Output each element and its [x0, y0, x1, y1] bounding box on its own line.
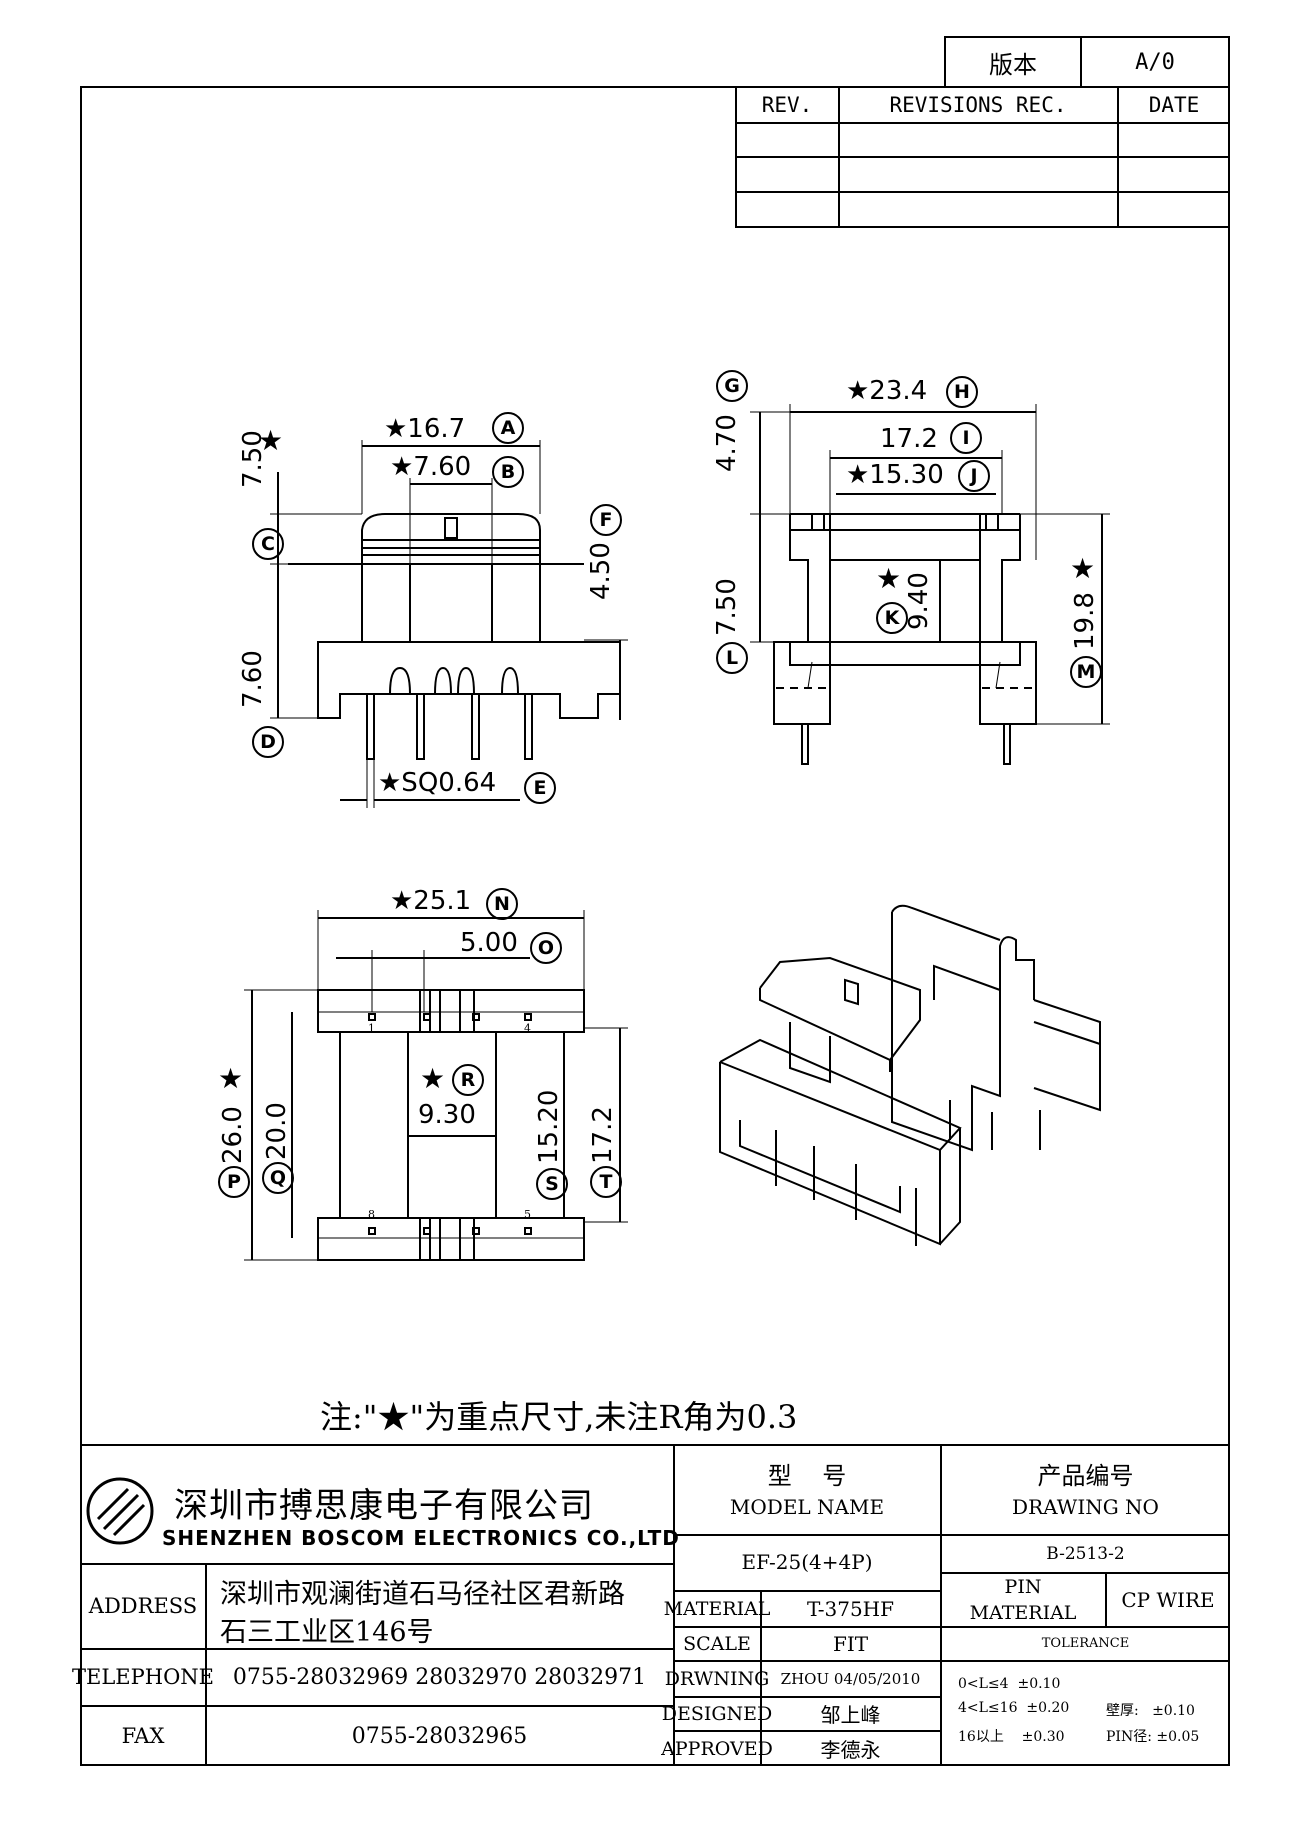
technical-drawing: [244, 404, 1110, 1261]
circle-letter-e: E: [524, 772, 556, 804]
drawn-label: DRWNING: [664, 1667, 770, 1690]
tolerance-row-1: 0<L≤4 ±0.10: [958, 1676, 1061, 1692]
dim-b: ★7.60: [390, 452, 472, 482]
circle-letter-c: C: [252, 528, 284, 560]
dim-g: 4.70: [712, 414, 742, 472]
side-view: [750, 404, 1110, 765]
circle-letter-a: A: [492, 412, 524, 444]
dim-o: 5.00: [460, 928, 518, 958]
dim-m-star: ★: [1070, 552, 1096, 585]
circle-letter-l: L: [716, 642, 748, 674]
material-value: T-375HF: [806, 1596, 894, 1621]
dim-e: ★SQ0.64: [378, 768, 497, 798]
circle-letter-r: R: [452, 1064, 484, 1096]
tolerance-row-2: 4<L≤16 ±0.20: [958, 1700, 1070, 1716]
dim-j: ★15.30: [846, 460, 944, 490]
date-header: DATE: [1148, 93, 1200, 117]
scale-label: SCALE: [683, 1632, 751, 1655]
isometric-view: [719, 904, 1101, 1246]
model-label-en: MODEL NAME: [729, 1495, 885, 1519]
dim-s: 15.20: [534, 1089, 564, 1164]
pin-number-1: 1: [368, 1022, 375, 1035]
pin-material-value: CP WIRE: [1121, 1587, 1215, 1612]
dim-q: 20.0: [262, 1102, 292, 1160]
bottom-view: [244, 910, 628, 1261]
dim-k: 9.40: [904, 572, 934, 630]
model-label-cn: 型 号: [767, 1461, 847, 1490]
circle-letter-m: M: [1070, 656, 1102, 688]
dim-c: 7.50: [238, 430, 268, 488]
designed-label: DESIGNED: [661, 1702, 773, 1725]
drawing-no-value: B-2513-2: [1046, 1543, 1125, 1564]
material-label: MATERIAL: [663, 1597, 771, 1620]
circle-letter-f: F: [590, 504, 622, 536]
pin-number-4: 4: [524, 1022, 531, 1035]
circle-letter-q: Q: [262, 1162, 294, 1194]
dim-c-star: ★: [258, 424, 284, 457]
dim-l: 7.50: [712, 578, 742, 636]
designed-value: 邹上峰: [820, 1703, 881, 1727]
pin-material-label-2: MATERIAL: [969, 1601, 1077, 1624]
company-name-cn: 深圳市搏思康电子有限公司: [174, 1486, 594, 1526]
dim-r-star: ★: [420, 1062, 446, 1095]
pin-number-8: 8: [368, 1208, 375, 1221]
circle-letter-o: O: [530, 932, 562, 964]
drawing-no-label-en: DRAWING NO: [1012, 1495, 1159, 1519]
tolerance-row-3: 16以上 ±0.30: [958, 1729, 1065, 1745]
dim-r: 9.30: [418, 1100, 476, 1130]
circle-letter-g: G: [716, 370, 748, 402]
circle-letter-j: J: [958, 460, 990, 492]
drawn-value: ZHOU 04/05/2010: [780, 1669, 921, 1688]
fax-value: 0755-28032965: [351, 1723, 528, 1749]
circle-letter-n: N: [486, 888, 518, 920]
approved-label: APPROVED: [661, 1737, 773, 1760]
circle-letter-s: S: [536, 1168, 568, 1200]
circle-letter-k: K: [876, 602, 908, 634]
circle-letter-b: B: [492, 456, 524, 488]
pin-number-5: 5: [524, 1208, 531, 1221]
address-label: ADDRESS: [88, 1594, 198, 1618]
dim-p-star: ★: [218, 1062, 244, 1095]
dim-d: 7.60: [238, 650, 268, 708]
tolerance-label: TOLERANCE: [1041, 1636, 1130, 1651]
version-label: 版本: [989, 50, 1037, 79]
dim-p: 26.0: [218, 1106, 248, 1164]
address-line-1: 深圳市观澜街道石马径社区君新路: [220, 1579, 625, 1610]
circle-letter-d: D: [252, 726, 284, 758]
scale-value: FIT: [832, 1631, 869, 1656]
circle-letter-h: H: [946, 376, 978, 408]
dim-h: ★23.4: [846, 376, 928, 406]
dim-n: ★25.1: [390, 886, 472, 916]
dim-a: ★16.7: [384, 414, 466, 444]
note-text: 注:"★"为重点尺寸,未注R角为0.3: [320, 1398, 798, 1436]
dim-t: 17.2: [588, 1106, 618, 1164]
dim-k-star: ★: [876, 562, 902, 595]
company-logo: [86, 1477, 154, 1545]
pin-material-label-1: PIN: [1004, 1576, 1042, 1598]
model-value: EF-25(4+4P): [741, 1550, 873, 1574]
revisions-rec-header: REVISIONS REC.: [889, 93, 1067, 117]
circle-letter-t: T: [590, 1166, 622, 1198]
drawing-no-label-cn: 产品编号: [1037, 1461, 1134, 1490]
telephone-label: TELEPHONE: [72, 1665, 214, 1689]
company-name-en: SHENZHEN BOSCOM ELECTRONICS CO.,LTD: [162, 1526, 680, 1550]
fax-label: FAX: [121, 1724, 165, 1748]
dim-i: 17.2: [880, 424, 938, 454]
title-block: [80, 1444, 1230, 1766]
rev-header: REV.: [761, 93, 813, 117]
wall-thickness-tolerance: 壁厚: ±0.10: [1106, 1703, 1195, 1719]
address-line-2: 石三工业区146号: [220, 1617, 434, 1648]
approved-value: 李德永: [820, 1738, 881, 1762]
front-view: [270, 440, 628, 808]
version-value: A/0: [1135, 49, 1175, 75]
pin-diameter-tolerance: PIN径: ±0.05: [1106, 1729, 1200, 1745]
dim-m: 19.8: [1070, 592, 1100, 650]
telephone-value: 0755-28032969 28032970 28032971: [232, 1664, 647, 1690]
dim-f: 4.50: [586, 542, 616, 600]
circle-letter-i: I: [950, 422, 982, 454]
circle-letter-p: P: [218, 1166, 250, 1198]
